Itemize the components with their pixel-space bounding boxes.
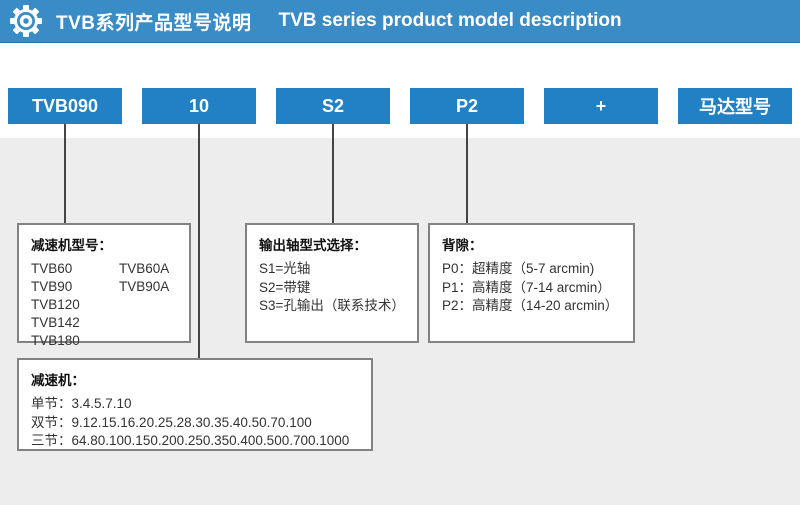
model-item-empty <box>119 332 177 350</box>
page-title-english: TVB series product model description <box>278 10 622 31</box>
model-item: TVB142 <box>31 315 80 330</box>
callout-output-shaft: 输出轴型式选择： S1=光轴 S2=带键 S3=孔输出（联系技术） <box>245 223 419 343</box>
model-item: TVB90 <box>31 279 73 294</box>
callout-ratio-heading: 减速机： <box>31 373 85 388</box>
model-item: TVB120 <box>31 297 80 312</box>
model-segment-output-shaft: S2 <box>276 88 390 124</box>
gearbox-model-list: TVB60 TVB60A TVB90 TVB90A TVB120 TVB142 … <box>31 260 177 350</box>
ratio-option: 双节：9.12.15.16.20.25.28.30.35.40.50.70.10… <box>31 414 312 430</box>
page-title-chinese: TVB系列产品型号说明 <box>56 12 252 34</box>
output-shaft-option: S3=孔输出（联系技术） <box>259 298 405 313</box>
connector-line-output-shaft <box>332 124 334 223</box>
backlash-option: P0：超精度（5-7 arcmin) <box>442 261 595 276</box>
model-segment-motor-model: 马达型号 <box>678 88 792 124</box>
callout-backlash: 背隙： P0：超精度（5-7 arcmin) P1：高精度（7-14 arcmi… <box>428 223 635 343</box>
callout-gearbox-model: 减速机型号： TVB60 TVB60A TVB90 TVB90A TVB120 … <box>17 223 191 348</box>
model-item: TVB90A <box>119 279 170 294</box>
gear-icon <box>10 5 42 37</box>
backlash-option: P2：高精度（14-20 arcmin） <box>442 298 619 313</box>
callout-backlash-heading: 背隙： <box>442 238 483 253</box>
model-item-empty <box>119 314 177 332</box>
backlash-option: P1：高精度（7-14 arcmin） <box>442 279 611 295</box>
callout-ratio: 减速机： 单节：3.4.5.7.10 双节：9.12.15.16.20.25.2… <box>17 358 373 451</box>
model-item-empty <box>119 296 177 314</box>
ratio-option: 三节：64.80.100.150.200.250.350.400.500.700… <box>31 433 350 448</box>
model-segment-gearbox-series: TVB090 <box>8 88 122 124</box>
model-item: TVB180 <box>31 333 80 348</box>
output-shaft-option: S1=光轴 <box>259 261 311 276</box>
connector-line-gearbox-series <box>64 124 66 223</box>
callout-gearbox-model-heading: 减速机型号： <box>31 238 112 253</box>
connector-line-ratio <box>198 124 200 358</box>
model-segment-ratio: 10 <box>142 88 256 124</box>
model-segment-plus: + <box>544 88 658 124</box>
header-bar: TVB系列产品型号说明 TVB series product model des… <box>0 0 800 43</box>
ratio-option: 单节：3.4.5.7.10 <box>31 396 132 411</box>
callout-output-shaft-heading: 输出轴型式选择： <box>259 238 367 253</box>
model-item: TVB60 <box>31 261 73 276</box>
model-item: TVB60A <box>119 261 170 276</box>
model-segment-backlash: P2 <box>410 88 524 124</box>
connector-line-backlash <box>466 124 468 223</box>
output-shaft-option: S2=带键 <box>259 279 311 295</box>
